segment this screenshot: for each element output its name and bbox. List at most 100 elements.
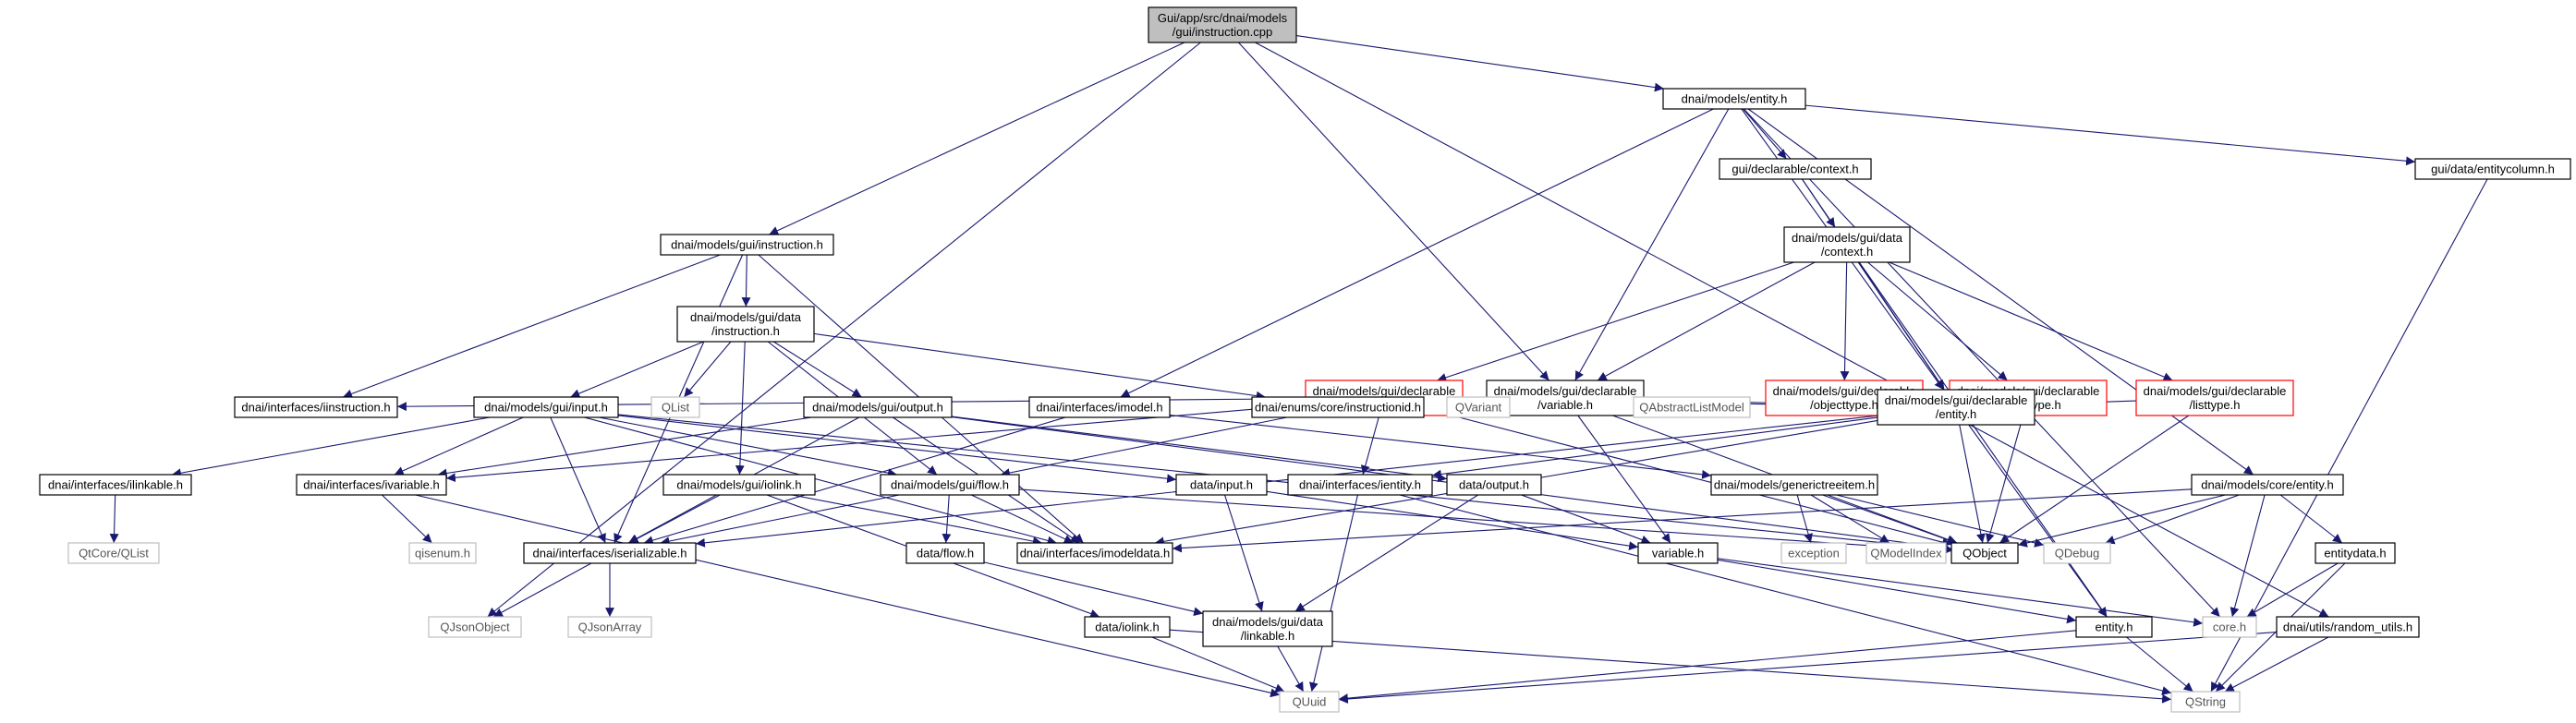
node-data-flow[interactable]: data/flow.h [905,542,985,564]
node-entitycolumn[interactable]: gui/data/entitycolumn.h [2414,158,2571,180]
node-box [2043,542,2111,564]
edge-generictreeitem-to-exception [1796,494,1813,544]
edge-gui-input-to-qobject [617,414,1952,554]
node-data-linkable[interactable]: dnai/models/gui/data/linkable.h [1202,610,1333,647]
node-decl-entity[interactable]: dnai/models/gui/declarable/entity.h [1877,389,2035,426]
node-ilinkable[interactable]: dnai/interfaces/ilinkable.h [39,474,192,496]
node-box [1148,6,1297,43]
node-iolink-h[interactable]: dnai/models/gui/iolink.h [662,474,816,496]
node-box [1710,474,1878,496]
edge-imodel-to-generictreeitem [1169,414,1712,479]
node-qjsonobject[interactable]: QJsonObject [428,616,522,638]
edge-entity-h-to-context-h [1743,108,1787,160]
node-box [1633,396,1751,418]
node-qvariant[interactable]: QVariant [1446,396,1511,418]
node-root[interactable]: Gui/app/src/dnai/models/gui/instruction.… [1148,6,1297,43]
edge-iolink-h-to-iserializable [628,494,721,544]
node-label: /instruction.h [711,324,780,338]
node-label: QString [2185,695,2226,709]
node-label: data/input.h [1190,478,1253,492]
node-gui-flow[interactable]: dnai/models/gui/flow.h [880,474,1020,496]
node-box [39,474,192,496]
node-label: /linkable.h [1241,629,1295,643]
node-box [67,542,160,564]
node-iinstruction[interactable]: dnai/interfaces/iinstruction.h [234,396,398,418]
node-gui-output[interactable]: dnai/models/gui/output.h [803,396,953,418]
edge-random-utils-to-quuid [1338,632,2278,704]
node-decl-listtype[interactable]: dnai/models/gui/declarable/listtype.h [2135,380,2294,416]
node-label: dnai/models/gui/data [1792,231,1903,245]
node-qdebug[interactable]: QDebug [2043,542,2111,564]
node-box [2135,380,2294,416]
node-label: data/iolink.h [1095,621,1159,634]
edge-gui-input-to-ilinkable [171,416,491,478]
node-label: dnai/models/gui/data [1212,615,1324,629]
node-label: dnai/models/gui/declarable [1885,393,2028,407]
node-entitydata[interactable]: entitydata.h [2315,542,2396,564]
node-data-iolink[interactable]: data/iolink.h [1084,616,1171,638]
edge-root-to-decl-variable [1238,42,1549,381]
node-qisenum[interactable]: qisenum.h [408,542,477,564]
node-qobject[interactable]: QObject [1950,542,2019,564]
edge-variable-h-to-core-h [1717,558,2204,627]
edge-random-utils-to-qstring [2224,636,2329,693]
edge-data-iolink-to-quuid [1151,636,1285,693]
node-qtcore-qlist[interactable]: QtCore/QList [67,542,160,564]
node-qlist[interactable]: QList [650,396,700,418]
node-data-output[interactable]: data/output.h [1446,474,1542,496]
node-qabstractlistmodel[interactable]: QAbstractListModel [1633,396,1751,418]
node-random-utils[interactable]: dnai/utils/random_utils.h [2276,616,2420,638]
node-label: QObject [1962,547,2007,560]
edge-ivariable-to-qisenum [382,494,432,544]
node-box [650,396,700,418]
node-box [1662,88,1806,110]
node-generictreeitem[interactable]: dnai/models/generictreeitem.h [1710,474,1878,496]
node-label: dnai/interfaces/ilinkable.h [48,478,183,492]
node-data-instruction[interactable]: dnai/models/gui/data/instruction.h [676,306,815,343]
node-box [428,616,522,638]
node-imodel[interactable]: dnai/interfaces/imodel.h [1028,396,1171,418]
node-gui-input[interactable]: dnai/models/gui/input.h [473,396,619,418]
node-exception[interactable]: exception [1780,542,1847,564]
node-data-context[interactable]: dnai/models/gui/data/context.h [1783,226,1911,263]
edge-data-input-to-data-linkable [1224,494,1264,612]
edge-gui-input-to-data-input [617,415,1177,484]
edge-data-context-to-decl-enumtype [1867,261,2008,381]
edge-gui-instruction-h-to-iinstruction [342,254,721,399]
edge-data-context-to-decl-listtype [1889,261,2173,381]
edge-data-flow-to-data-linkable [983,561,1204,617]
node-label: dnai/models/gui/iolink.h [676,478,801,492]
edge-gui-instruction-h-to-data-instruction [741,254,751,307]
node-context-h[interactable]: gui/declarable/context.h [1719,158,1872,180]
node-ientity[interactable]: dnai/interfaces/ientity.h [1287,474,1433,496]
node-label: data/output.h [1459,478,1529,492]
node-instructionid[interactable]: dnai/enums/core/instructionid.h [1251,396,1425,418]
node-label: QList [662,401,690,415]
edge-decl-variable-to-variable-h [1577,415,1671,544]
node-ivariable[interactable]: dnai/interfaces/ivariable.h [296,474,447,496]
node-label: dnai/enums/core/instructionid.h [1255,401,1421,415]
node-quuid[interactable]: QUuid [1279,691,1340,713]
edge-entity-small-to-qstring [2126,636,2193,693]
node-entity-h[interactable]: dnai/models/entity.h [1662,88,1806,110]
edge-decl-function-to-gui-flow [1000,413,1306,477]
node-box [880,474,1020,496]
node-data-input[interactable]: data/input.h [1175,474,1268,496]
edge-data-instruction-to-gui-output [772,341,862,398]
node-variable-h[interactable]: variable.h [1637,542,1719,564]
node-qmodelindex[interactable]: QModelIndex [1865,542,1947,564]
node-qstring[interactable]: QString [2170,691,2241,713]
node-decl-variable[interactable]: dnai/models/gui/declarable/variable.h [1486,380,1645,416]
node-iserializable[interactable]: dnai/interfaces/iserializable.h [523,542,697,564]
node-entity-small[interactable]: entity.h [2075,616,2153,638]
node-gui-instruction-h[interactable]: dnai/models/gui/instruction.h [660,234,834,256]
node-core-entity[interactable]: dnai/models/core/entity.h [2191,474,2344,496]
edge-generictreeitem-to-qmodelindex [1810,494,1890,544]
edge-entitycolumn-to-qstring [2210,178,2488,693]
node-box [1637,542,1719,564]
node-qjsonarray[interactable]: QJsonArray [567,616,652,638]
node-imodeldata[interactable]: dnai/interfaces/imodeldata.h [1016,542,1173,564]
node-box [567,616,652,638]
node-core-h[interactable]: core.h [2202,616,2257,638]
